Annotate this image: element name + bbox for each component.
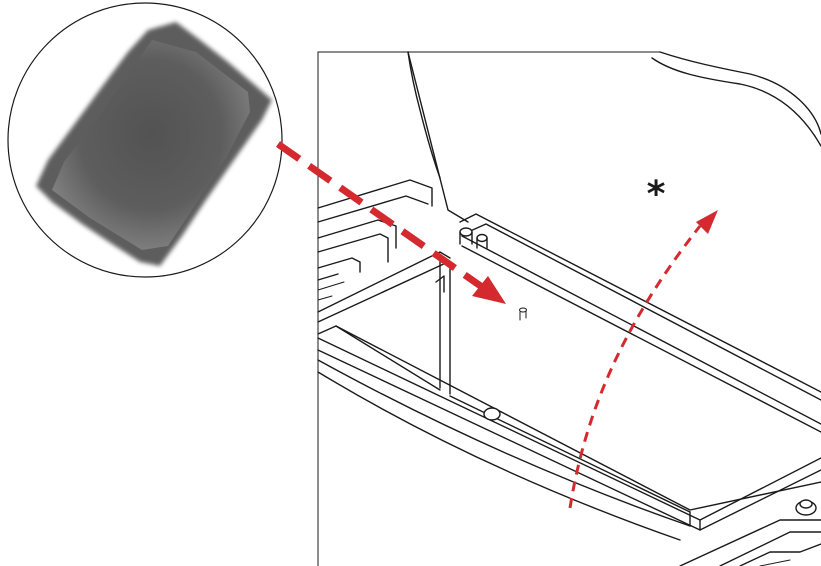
lid-rotation-arrow-icon bbox=[568, 210, 718, 509]
asterisk-marker: * bbox=[647, 174, 666, 215]
lower-right-mechanism bbox=[679, 499, 821, 566]
insert-arrow-icon bbox=[275, 141, 506, 304]
magnified-inset bbox=[7, 2, 283, 278]
drawing-frame bbox=[317, 51, 661, 566]
tray-rim bbox=[317, 213, 821, 433]
open-lid bbox=[407, 51, 821, 223]
device-base bbox=[317, 179, 433, 301]
tray-interior bbox=[317, 261, 821, 541]
desiccant-bag-icon bbox=[36, 22, 272, 266]
